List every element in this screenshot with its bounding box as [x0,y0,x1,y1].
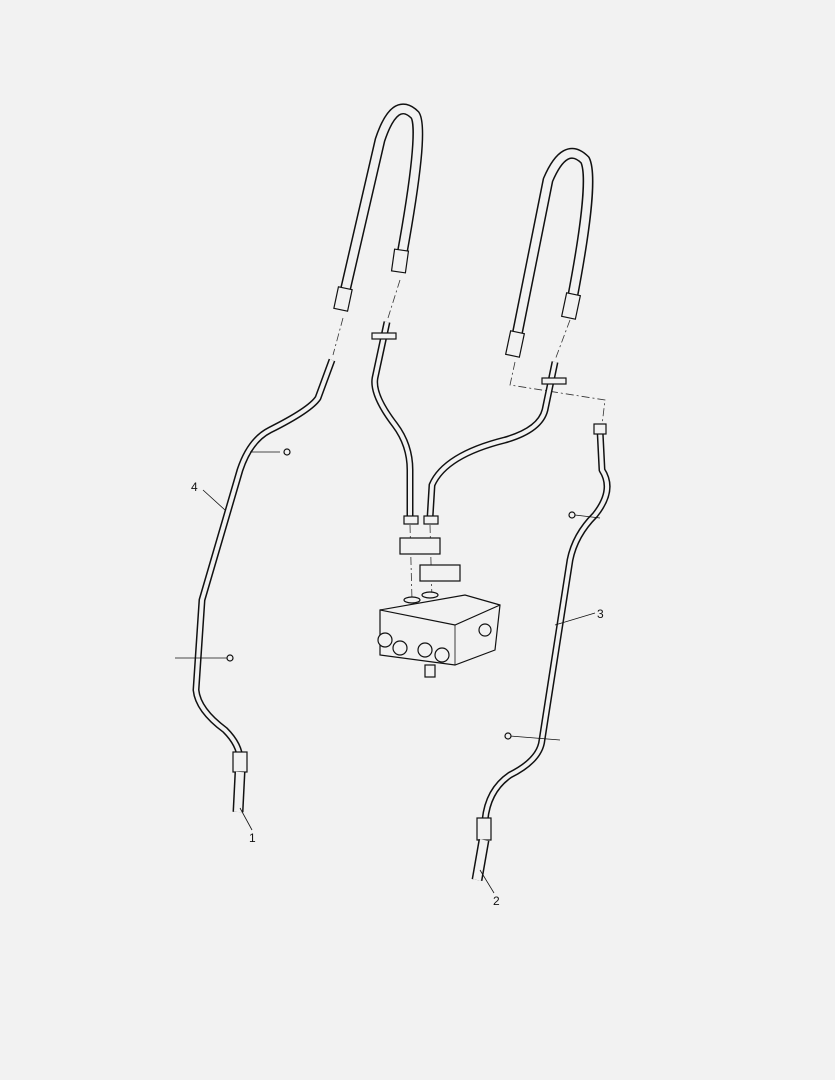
callout-1[interactable]: 1 [239,807,256,845]
tube-4 [175,358,336,813]
callout-label: 3 [597,607,604,621]
callout-label: 4 [191,480,198,494]
middle-tubes [371,321,567,525]
callout-4[interactable]: 4 [191,480,226,511]
callout-label: 1 [249,831,256,845]
right-u-hose [504,147,594,358]
callout-3[interactable]: 3 [554,607,604,626]
tube-3 [471,423,611,881]
callout-label: 2 [493,894,500,908]
assembly-lines [332,279,606,601]
left-u-hose [333,103,424,312]
control-valve [377,537,501,678]
callout-2[interactable]: 2 [479,869,500,908]
